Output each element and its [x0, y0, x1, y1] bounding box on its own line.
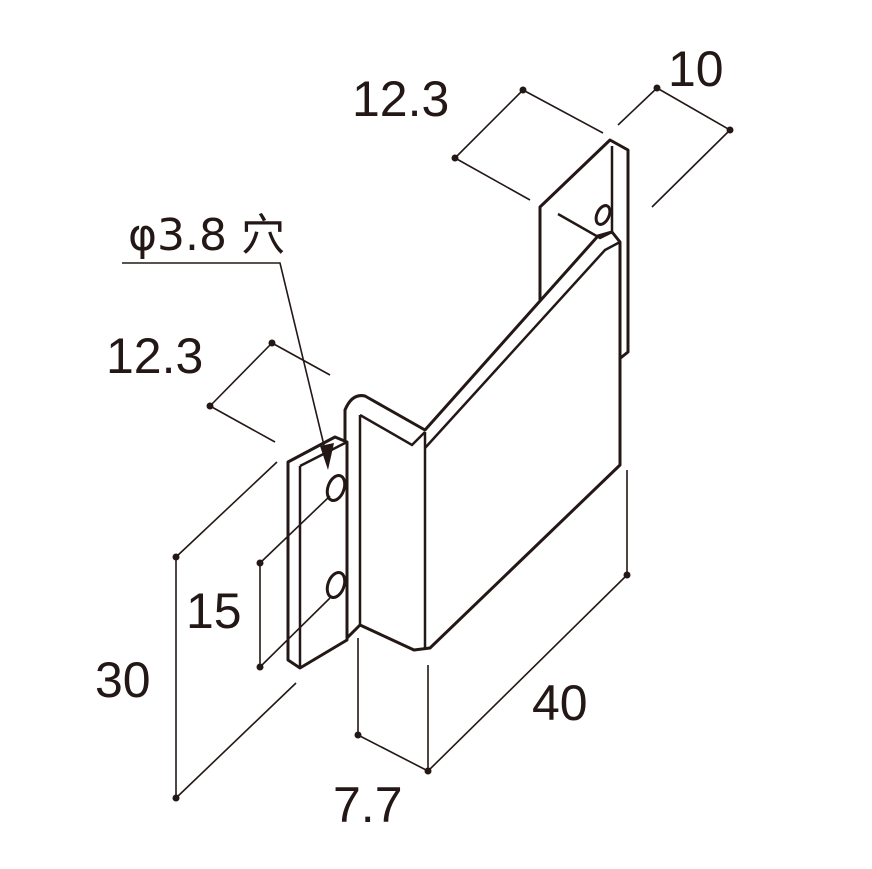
dim-length: 40 — [532, 675, 588, 731]
leader-arrow-icon — [320, 443, 334, 470]
dim-top-depth: 12.3 — [352, 71, 449, 127]
dim-hole-pitch: 15 — [186, 583, 242, 639]
top-hole — [594, 204, 612, 226]
dim-left-depth: 12.3 — [106, 328, 203, 384]
dim-height: 30 — [95, 652, 151, 708]
dim-offset: 7.7 — [333, 777, 403, 833]
bracket-body — [343, 212, 622, 652]
hole-lower — [325, 570, 347, 600]
hole-label: φ3.8 穴 — [128, 210, 285, 261]
dimension-dots — [172, 84, 734, 802]
dim-top-flange-width: 10 — [668, 41, 724, 97]
hole-upper — [325, 473, 347, 503]
dimension-lines — [122, 87, 731, 799]
left-flange — [286, 435, 349, 670]
